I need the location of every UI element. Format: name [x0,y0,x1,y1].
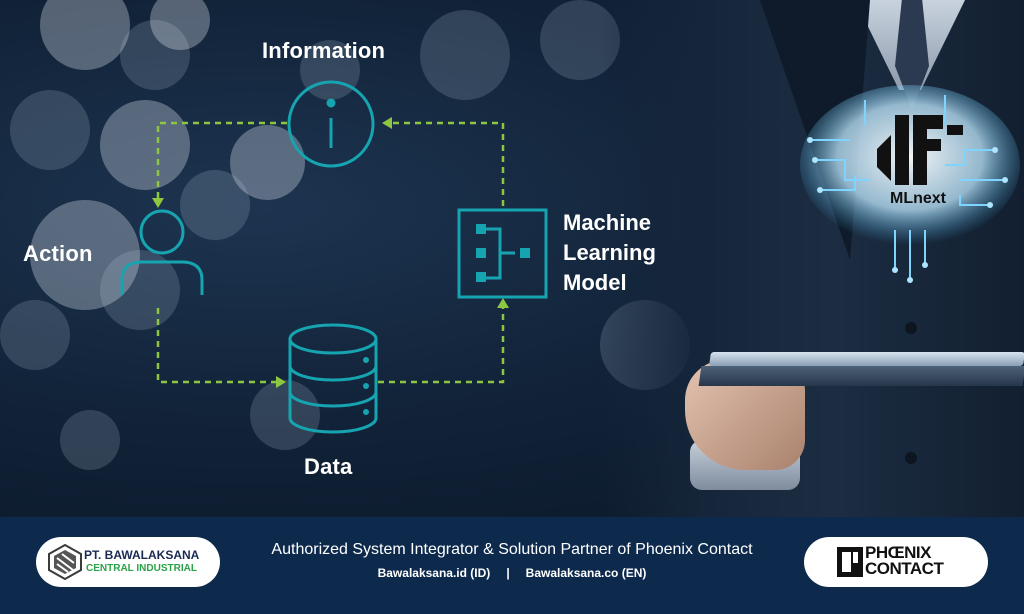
bokeh-light [150,0,210,50]
phoenix-contact-emblem-icon [837,547,863,577]
company-name: PT. BAWALAKSANA [84,548,200,562]
link-en[interactable]: Bawalaksana.co (EN) [525,566,647,580]
link-id[interactable]: Bawalaksana.id (ID) [377,566,491,580]
bokeh-light [120,20,190,90]
ml-label-line: Model [563,270,627,295]
bokeh-light [0,300,70,370]
suit-button [905,322,917,334]
ml-model-label: Machine Learning Model [563,208,693,298]
information-label: Information [262,38,386,63]
wordmark-line: CONTACT [865,559,944,578]
ml-model-icon [457,208,548,299]
link-separator: | [506,566,510,580]
partner-tagline: Authorized System Integrator & Solution … [271,541,753,558]
bokeh-light [10,90,90,170]
bokeh-light [60,410,120,470]
arrow-model-to-info [387,121,505,206]
bokeh-light [420,10,510,100]
ml-label-line: Learning [563,240,656,265]
bokeh-light [250,380,320,450]
bokeh-light [300,40,360,100]
bokeh-light [40,0,130,70]
mlnext-label: MLnext [890,190,946,207]
action-label: Action [23,241,93,266]
arrow-info-to-action [156,121,287,203]
ml-label-line: Machine [563,210,652,235]
company-subtitle: CENTRAL INDUSTRIAL [86,563,197,574]
ml-cycle-diagram [120,80,548,434]
hero-image: MLnext [0,0,1024,517]
arrow-data-to-model [378,305,505,384]
website-links: Bawalaksana.id (ID) | Bawalaksana.co (EN) [227,566,797,580]
bokeh-light [180,170,250,240]
brain-circuit-icon [800,85,1020,283]
data-label: Data [304,454,353,479]
wordmark-line: PHŒNIX [865,543,931,562]
suit-button [905,452,917,464]
bawalaksana-emblem-icon [48,544,82,580]
person-icon [139,209,185,255]
phoenix-contact-wordmark: PHŒNIX CONTACT [865,543,944,578]
arrow-action-to-data [156,308,278,384]
phoenix-contact-logo[interactable] [804,537,988,587]
info-icon [287,80,375,168]
database-icon [288,323,378,355]
mlnext-logo-icon [877,115,963,185]
bokeh-light [100,100,190,190]
